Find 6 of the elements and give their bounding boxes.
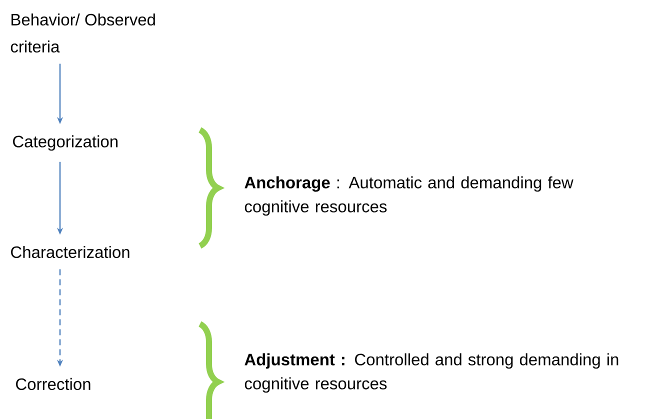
description-text: Anchorage : Automatic and demanding few cognitive resources <box>244 176 574 216</box>
step-label: Categorization <box>13 135 118 151</box>
step-label: Behavior/ Observed criteria <box>10 13 155 53</box>
step-label: Correction <box>16 378 90 390</box>
description-text: Adjustment : Controlled and strong demanding in cognitive resources <box>244 353 618 393</box>
step-label: Characterization <box>11 246 130 258</box>
